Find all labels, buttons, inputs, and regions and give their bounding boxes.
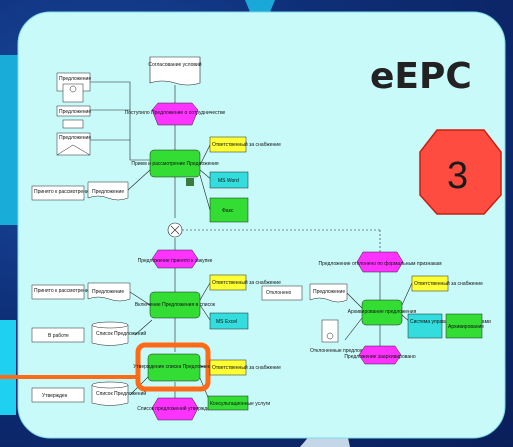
svg-text:Предложение: Предложение: [59, 76, 91, 82]
accepted-doc-2: Принято к рассмотрению: [31, 284, 93, 300]
function-receive: Прием и рассмотрение Предложения: [131, 149, 219, 178]
svg-text:Предложение: Предложение: [59, 135, 91, 141]
conditions-node: Согласование условий: [148, 56, 202, 86]
svg-text:Ответственный за снабжение: Ответственный за снабжение: [414, 280, 483, 287]
step-badge: [419, 129, 502, 215]
svg-text:Ответственный за снабжение: Ответственный за снабжение: [212, 364, 281, 371]
svg-text:В работе: В работе: [48, 333, 69, 339]
svg-text:MS Excel: MS Excel: [216, 319, 237, 325]
svg-text:Утвержден: Утвержден: [42, 393, 68, 399]
svg-text:Архивирование: Архивирование: [448, 324, 484, 330]
svg-text:Утверждение списка Предложений: Утверждение списка Предложений: [133, 363, 215, 370]
inwork-doc: В работе: [31, 327, 85, 343]
offer-left-2: Предложение: [87, 282, 131, 302]
offer-left-1: Предложение: [87, 181, 129, 201]
svg-text:Предложение: Предложение: [313, 289, 345, 295]
svg-text:Предложение: Предложение: [59, 109, 91, 115]
system-msexcel: MS Excel: [209, 312, 249, 330]
offer-mid: Предложение: [309, 283, 348, 303]
event-received: Поступило Предложение о сотрудничестве: [125, 102, 226, 126]
event-archived: Предложение заархивировано: [344, 345, 416, 365]
person-icon: [186, 178, 194, 186]
svg-text:Консультационные услуги: Консультационные услуги: [210, 401, 270, 407]
event-accepted: Предложение принято к закупке: [138, 249, 213, 269]
accepted-doc-1: Принято к рассмотрению: [31, 185, 93, 201]
svg-text:Включение Предложения в список: Включение Предложения в список: [135, 302, 216, 308]
svg-text:Список Предложений: Список Предложений: [96, 390, 146, 397]
step-badge-number: 3: [447, 155, 468, 197]
system-msword: MS Word: [209, 171, 249, 189]
org-responsible-2: Ответственный за снабжение: [209, 274, 281, 291]
svg-text:Список предложений утвержден: Список предложений утвержден: [137, 405, 213, 412]
org-responsible-4: Ответственный за снабжение: [209, 359, 281, 376]
svg-text:Факс: Факс: [222, 208, 234, 214]
event-rejected: Предложение отклонено по формальным приз…: [318, 251, 442, 273]
doc-offer-1: Предложение: [56, 72, 91, 103]
event-list-approved: Список предложений утвержден: [137, 397, 213, 421]
approved-doc: Утвержден: [31, 387, 85, 403]
function-approve: Утверждение списка Предложений: [133, 353, 215, 382]
svg-text:Предложение: Предложение: [92, 289, 124, 295]
svg-text:MS Word: MS Word: [218, 178, 239, 184]
doc-offer-3: Предложение: [56, 132, 91, 156]
list-db-2: Список Предложений: [91, 381, 146, 406]
rejected-doc: Отклонено: [261, 285, 303, 301]
svg-text:Отклоненные предложения: Отклоненные предложения: [310, 348, 374, 354]
svg-text:Список Предложений: Список Предложений: [96, 330, 146, 337]
system-fax: Факс: [209, 197, 249, 223]
list-db-1: Список Предложений: [91, 321, 146, 346]
xor-connector: [167, 222, 183, 238]
consulting-node: Консультационные услуги: [207, 395, 270, 411]
svg-text:Предложение принято к закупке: Предложение принято к закупке: [138, 258, 213, 264]
svg-text:Архивирование предложения: Архивирование предложения: [348, 309, 417, 315]
function-archive: Архивирование предложения: [348, 299, 417, 326]
conditions-label: Согласование условий: [148, 61, 201, 68]
diagram-title: eEPC: [370, 56, 472, 97]
svg-text:Ответственный за снабжение: Ответственный за снабжение: [212, 141, 281, 148]
left-block-decor: [0, 320, 16, 415]
svg-text:Ответственный за снабжение: Ответственный за снабжение: [212, 279, 281, 286]
connectors: [90, 81, 413, 403]
rejected-offers: Отклоненные предложения: [310, 319, 374, 354]
highlight-frame: [135, 342, 211, 392]
function-include: Включение Предложения в список: [135, 291, 216, 319]
svg-text:Принято к рассмотрению: Принято к рассмотрению: [34, 288, 93, 294]
diagram-panel: [17, 11, 506, 439]
org-responsible-3: Ответственный за снабжение: [411, 275, 483, 292]
org-responsible-1: Ответственный за снабжение: [209, 136, 281, 153]
svg-text:Поступило Предложение о сотруд: Поступило Предложение о сотрудничестве: [125, 110, 226, 116]
svg-text:Прием и рассмотрение Предложен: Прием и рассмотрение Предложения: [131, 161, 219, 167]
svg-text:Отклонено: Отклонено: [266, 290, 291, 296]
svg-text:Предложение отклонено по форма: Предложение отклонено по формальным приз…: [318, 261, 442, 267]
doc-offer-2: Предложение: [56, 105, 91, 129]
svg-text:Принято к рассмотрению: Принято к рассмотрению: [34, 189, 93, 195]
top-tab-decor: [245, 0, 275, 12]
svg-text:Предложение заархивировано: Предложение заархивировано: [344, 354, 416, 360]
archive-node: Архивирование: [445, 313, 484, 339]
svg-text:Предложение: Предложение: [92, 189, 124, 195]
